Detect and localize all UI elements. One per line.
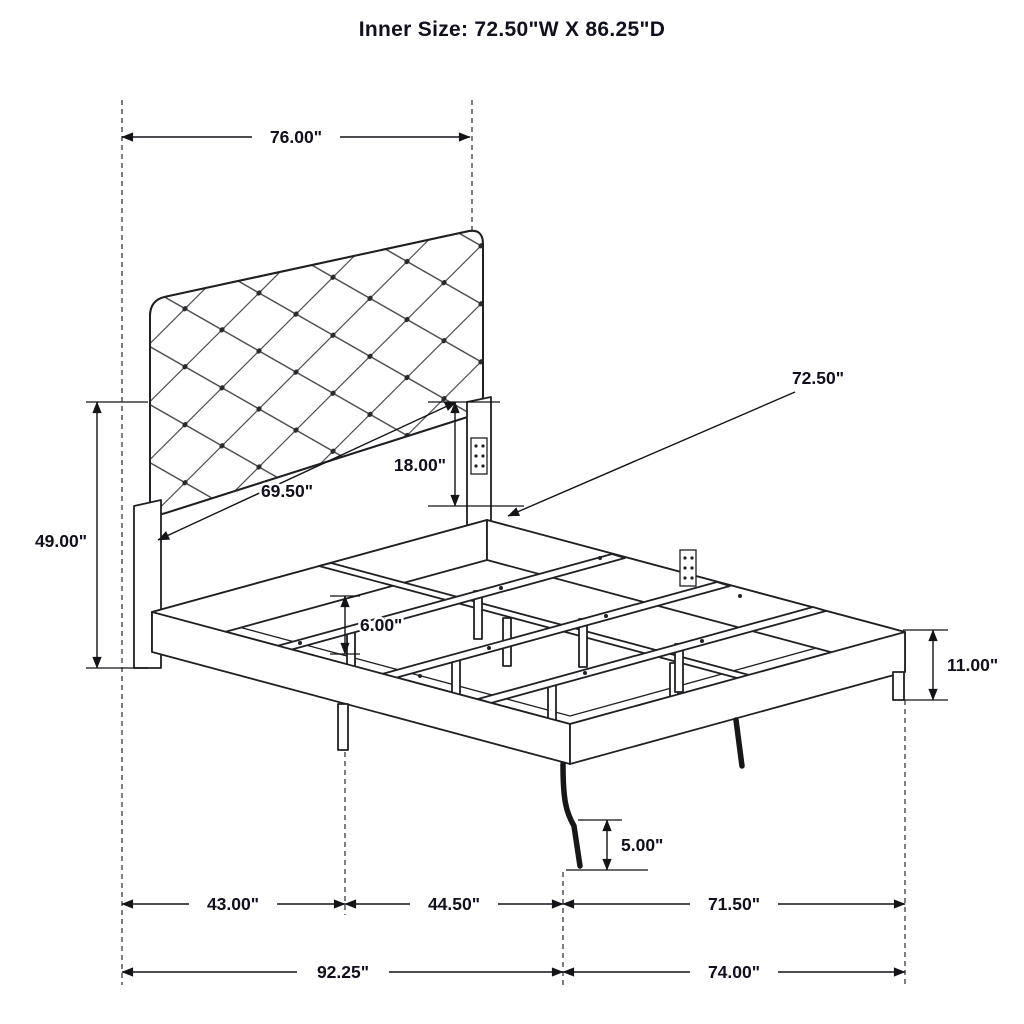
- headboard-panel-label: 18.00": [394, 455, 446, 475]
- dim-front-leg: 5.00": [566, 819, 666, 871]
- screw-dot: [418, 674, 422, 678]
- dim-inner-width: 72.50": [507, 366, 847, 517]
- slat-leg-label: 6.00": [360, 615, 402, 635]
- seg-left-label: 43.00": [207, 894, 259, 914]
- dim-seg-right: 71.50": [562, 892, 906, 917]
- dim-slat-leg: 6.00": [330, 595, 405, 655]
- screw-dot: [598, 556, 602, 560]
- foot-corner-leg: [892, 671, 905, 701]
- seg-mid-label: 44.50": [428, 894, 480, 914]
- dim-headboard-inner: 69.50": [157, 401, 457, 541]
- inner-width-label: 72.50": [792, 368, 844, 388]
- dim-side-height: 11.00": [903, 629, 1001, 701]
- extension-lines: [121, 100, 906, 985]
- dim-overall-width: 92.25": [121, 960, 564, 985]
- mounting-bracket-post: [470, 437, 488, 475]
- bed-frame: [151, 519, 906, 869]
- overall-width-label: 92.25": [317, 962, 369, 982]
- foot-rail-face: [569, 631, 906, 765]
- foot-metal-leg: [733, 717, 745, 769]
- front-leg-label: 5.00": [621, 835, 663, 855]
- seg-right-label: 71.50": [708, 894, 760, 914]
- diagram-title: Inner Size: 72.50"W X 86.25"D: [358, 18, 666, 41]
- dim-seg-mid: 44.50": [344, 892, 564, 917]
- overall-depth-label: 74.00": [708, 962, 760, 982]
- headboard-inner-label: 69.50": [261, 481, 313, 501]
- screw-dot: [738, 594, 742, 598]
- bed-drawing: [133, 229, 906, 869]
- dim-headboard-width: 76.00": [121, 125, 471, 150]
- dim-overall-depth: 74.00": [562, 960, 906, 985]
- dim-seg-left: 43.00": [121, 892, 346, 917]
- front-corner-metal-leg: [560, 761, 583, 869]
- mounting-bracket-rail: [679, 549, 697, 587]
- side-height-label: 11.00": [947, 655, 998, 675]
- front-mid-leg: [337, 703, 349, 751]
- headboard-width-label: 76.00": [270, 127, 322, 147]
- dimensions: 76.00" 49.00" 18.00" 69.50" 72.50": [32, 125, 1001, 985]
- dim-headboard-height: 49.00": [32, 401, 148, 669]
- headboard-height-label: 49.00": [35, 531, 87, 551]
- screw-dot: [298, 641, 302, 645]
